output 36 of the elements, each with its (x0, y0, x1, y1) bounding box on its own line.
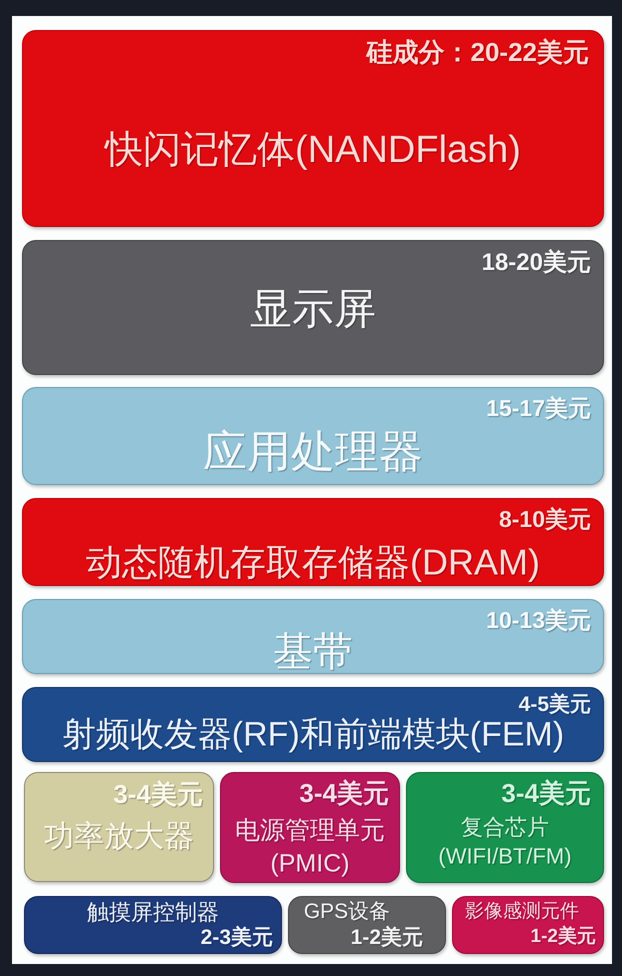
price-label: 硅成分：20-22美元 (366, 38, 589, 68)
component-name: 复合芯片(WIFI/BT/FM) (437, 813, 573, 870)
component-name: 应用处理器 (203, 428, 423, 478)
component-box (452, 896, 604, 954)
component-box (22, 30, 604, 227)
price-label: 4-5美元 (518, 692, 591, 718)
component-name: 快闪记忆体(NANDFlash) (105, 129, 521, 173)
price-label: 1-2美元 (350, 926, 423, 950)
price-label: 1-2美元 (530, 926, 596, 948)
component-name: 动态随机存取存储器(DRAM) (86, 541, 540, 583)
component-box (406, 772, 604, 883)
component-box (220, 772, 400, 883)
component-box (22, 498, 604, 586)
component-name: 显示屏 (250, 284, 376, 334)
component-box (24, 896, 282, 954)
component-name: 射频收发器(RF)和前端模块(FEM) (62, 715, 564, 755)
component-name: 影像感测元件 (465, 901, 579, 923)
component-box (22, 240, 604, 375)
price-label: 8-10美元 (498, 506, 591, 532)
price-label: 2-3美元 (200, 926, 273, 950)
component-name: GPS设备 (304, 900, 390, 924)
component-box (22, 599, 604, 674)
component-box (22, 387, 604, 485)
price-label: 15-17美元 (486, 394, 591, 422)
component-box (288, 896, 446, 954)
component-box (22, 687, 604, 762)
component-name: 电源管理单元(PMIC) (234, 816, 386, 879)
price-label: 3-4美元 (501, 779, 591, 809)
price-label: 3-4美元 (299, 779, 389, 809)
price-label: 3-4美元 (113, 780, 203, 810)
component-name: 触摸屏控制器 (87, 899, 219, 925)
component-name: 基带 (273, 629, 353, 675)
component-name: 功率放大器 (44, 820, 194, 854)
price-label: 10-13美元 (486, 606, 591, 634)
component-box (24, 772, 214, 882)
price-label: 18-20美元 (482, 249, 591, 277)
